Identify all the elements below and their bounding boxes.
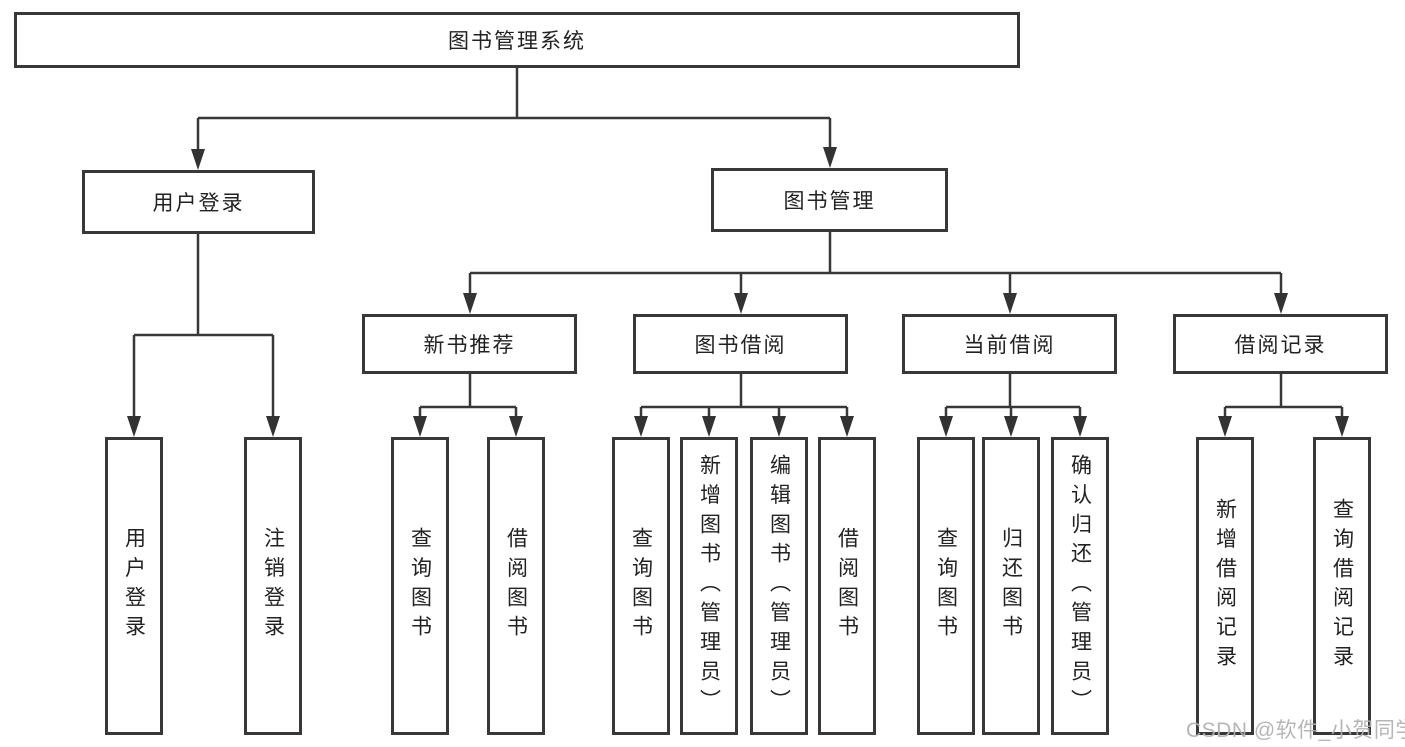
leaf-label: 查询图书 — [934, 527, 958, 645]
leaf-label: 查询图书 — [629, 527, 653, 645]
node-borrowing-records: 借阅记录 — [1173, 314, 1388, 374]
leaf-borrowing-add-books-admin: 新增图书（管理员） — [680, 437, 738, 735]
leaf-label: 编辑图书（管理员） — [767, 453, 791, 719]
node-label: 图书管理 — [783, 190, 876, 213]
node-user-login-branch: 用户登录 — [82, 170, 315, 234]
node-label: 图书管理系统 — [448, 30, 586, 53]
node-label: 新书推荐 — [423, 334, 516, 357]
leaf-current-return-books: 归还图书 — [982, 437, 1040, 735]
leaf-label: 注销登录 — [261, 527, 285, 645]
leaf-current-query-books: 查询图书 — [917, 437, 975, 735]
node-book-management-branch: 图书管理 — [711, 168, 948, 232]
leaf-records-add-borrow-record: 新增借阅记录 — [1196, 437, 1254, 735]
node-library-management-system: 图书管理系统 — [14, 12, 1020, 68]
leaf-newbook-query-books: 查询图书 — [391, 437, 449, 735]
csdn-watermark: CSDN @软件_小贺同学 — [1186, 719, 1405, 742]
node-label: 图书借阅 — [694, 334, 787, 357]
node-book-borrowing: 图书借阅 — [633, 314, 848, 374]
leaf-borrowing-edit-books-admin: 编辑图书（管理员） — [750, 437, 808, 735]
leaf-borrowing-query-books: 查询图书 — [612, 437, 670, 735]
leaf-user-login: 用户登录 — [105, 437, 163, 735]
node-label: 当前借阅 — [963, 334, 1056, 357]
node-label: 借阅记录 — [1234, 334, 1327, 357]
node-new-book-recommend: 新书推荐 — [362, 314, 577, 374]
leaf-label: 新增借阅记录 — [1213, 497, 1237, 675]
arrowheads — [127, 147, 1349, 437]
leaf-label: 用户登录 — [122, 527, 146, 645]
leaf-label: 确认归还（管理员） — [1068, 453, 1092, 719]
leaf-label: 查询借阅记录 — [1330, 497, 1354, 675]
leaf-label: 借阅图书 — [835, 527, 859, 645]
node-label: 用户登录 — [152, 192, 245, 215]
leaf-borrowing-borrow-books: 借阅图书 — [818, 437, 876, 735]
node-current-borrowing: 当前借阅 — [902, 314, 1117, 374]
leaf-newbook-borrow-books: 借阅图书 — [487, 437, 545, 735]
leaf-logout: 注销登录 — [244, 437, 302, 735]
leaf-records-query-borrow-record: 查询借阅记录 — [1313, 437, 1371, 735]
leaf-label: 查询图书 — [408, 527, 432, 645]
leaf-label: 借阅图书 — [504, 527, 528, 645]
leaf-label: 归还图书 — [999, 527, 1023, 645]
leaf-current-confirm-return-admin: 确认归还（管理员） — [1051, 437, 1109, 735]
leaf-label: 新增图书（管理员） — [697, 453, 721, 719]
